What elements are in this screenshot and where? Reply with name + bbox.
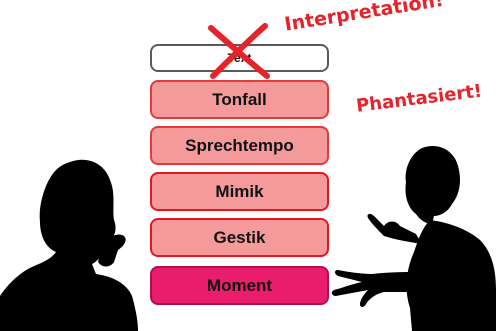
text-box: Text — [150, 44, 329, 72]
gestik-label: Gestik — [213, 227, 266, 247]
interpretation-annotation: Interpretation! — [283, 0, 446, 36]
mimik-box: Mimik — [150, 172, 329, 211]
man-silhouette — [331, 146, 496, 331]
text-label: Text — [227, 51, 252, 65]
tonfall-box: Tonfall — [150, 80, 329, 119]
moment-box: Moment — [150, 266, 329, 305]
sprechtempo-label: Sprechtempo — [185, 135, 294, 155]
phantasiert-annotation: Phantasiert! — [355, 80, 484, 117]
sprechtempo-box: Sprechtempo — [150, 126, 329, 165]
woman-silhouette — [0, 159, 138, 331]
mimik-label: Mimik — [215, 181, 264, 201]
gestik-box: Gestik — [150, 218, 329, 257]
moment-label: Moment — [206, 275, 273, 295]
tonfall-label: Tonfall — [212, 89, 267, 109]
